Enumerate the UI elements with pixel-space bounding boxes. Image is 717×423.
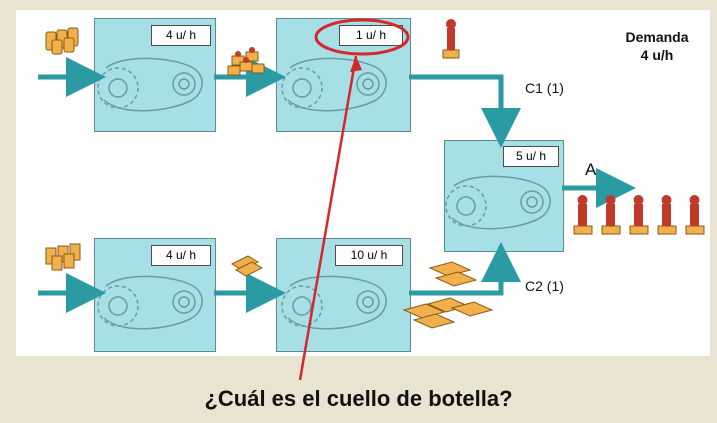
tile-parts-icon (402, 261, 494, 329)
c2-label: C2 (1) (525, 278, 564, 294)
c1-label: C1 (1) (525, 80, 564, 96)
machine-4: 4 u/ h (94, 238, 216, 352)
pointer-arrowhead (350, 56, 362, 72)
gear-icon (97, 275, 203, 330)
machine-1-rate: 4 u/ h (151, 25, 211, 46)
flow-arrow-m2-m3 (409, 74, 521, 148)
gear-icon (445, 175, 551, 230)
cylinder-parts-icon (45, 27, 79, 55)
machine-5-rate: 10 u/ h (335, 245, 403, 266)
machine-2-rate: 1 u/ h (339, 25, 403, 46)
block-parts-icon (45, 243, 81, 271)
caption-band (0, 356, 717, 423)
pointer-line (298, 55, 358, 381)
flow-arrow-m5-m3 (409, 242, 521, 296)
worker-figure-icon (573, 195, 705, 235)
bottleneck-highlight (314, 18, 410, 56)
tile-parts-icon (230, 255, 264, 277)
worker-figure-icon (442, 19, 460, 59)
question-caption: ¿Cuál es el cuello de botella? (204, 386, 513, 411)
gear-icon (281, 275, 387, 330)
demand-title: Demanda (625, 29, 689, 45)
gear-icon (97, 57, 203, 112)
demand-value: 4 u/h (640, 47, 674, 63)
a-label: A (585, 160, 597, 179)
gear-icon (281, 57, 387, 112)
machine-5: 10 u/ h (276, 238, 411, 352)
cake-parts-icon (227, 47, 265, 76)
demand-label: Demanda 4 u/h (612, 28, 702, 64)
machine-3-rate: 5 u/ h (503, 146, 559, 167)
machine-4-rate: 4 u/ h (151, 245, 211, 266)
